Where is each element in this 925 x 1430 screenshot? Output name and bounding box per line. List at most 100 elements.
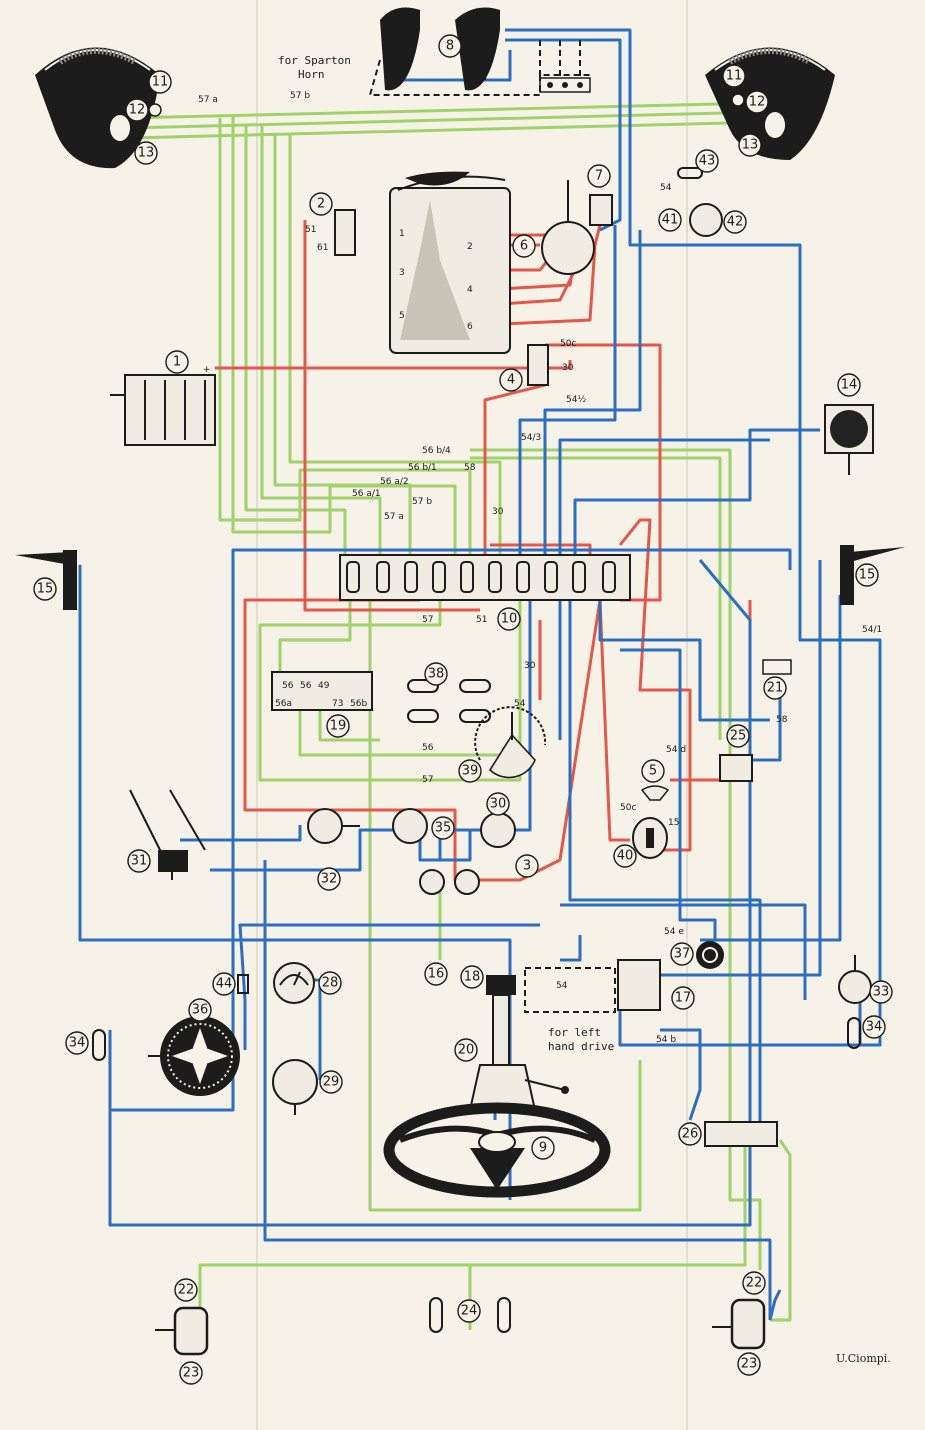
ignition-switch [632,817,668,859]
svg-text:24: 24 [461,1304,478,1319]
svg-text:40: 40 [617,849,634,864]
callout-32: 32 [317,867,341,891]
terminal-label: 3 [399,268,405,278]
svg-text:23: 23 [183,1366,200,1381]
wire-label: 57 a [198,95,218,105]
wire-labels: 57 a 57 b 51 61 50c 30 54½ 54/3 56 b/4 5… [198,91,882,1045]
callout-28: 28 [318,971,342,995]
wire-label: 54 e [664,927,684,937]
rear-light-bulbs [407,679,491,723]
steering-wheel [383,1102,611,1198]
svg-text:18: 18 [464,970,481,985]
callout-9: 9 [531,1136,555,1160]
callout-8: 8 [438,34,462,58]
switch19-terminals: 56 56 49 73 56b 56a [275,681,367,709]
horn-button [696,941,724,969]
svg-text:6: 6 [520,239,528,254]
callout-39: 39 [458,759,482,783]
svg-text:34: 34 [69,1036,86,1051]
callout-42: 42 [723,210,747,234]
callout-15-left: 15 [33,577,57,601]
callout-31: 31 [127,849,151,873]
svg-text:28: 28 [322,976,339,991]
callout-34-right: 34 [862,1015,886,1039]
wire-label: 54/3 [521,433,541,443]
svg-text:34: 34 [866,1020,883,1035]
callout-16: 16 [424,962,448,986]
terminal-label: 4 [467,285,473,295]
callout-21: 21 [763,676,787,700]
callout-3: 3 [515,854,539,878]
side-light-right [847,1017,861,1049]
terminal-label: 5 [399,311,405,321]
svg-text:29: 29 [323,1075,340,1090]
callout-38: 38 [424,662,448,686]
gauge-35 [392,808,428,844]
terminal-label: 1 [399,229,405,239]
callout-18: 18 [460,965,484,989]
svg-text:37: 37 [674,947,691,962]
wiper-motor [129,789,206,880]
callout-17: 17 [671,986,695,1010]
notes: for Sparton Horn for left hand drive U.C… [278,54,891,1365]
fuse-box [339,554,631,601]
callout-24: 24 [457,1299,481,1323]
terminal-label: 73 [332,699,343,709]
svg-text:25: 25 [730,729,747,744]
callout-10: 10 [497,607,521,631]
fuel-gauge [272,1059,318,1115]
horns [380,7,500,91]
wire-label: 54½ [566,395,586,405]
wire-label: 57 a [384,512,404,522]
callout-11-right: 11 [722,64,746,88]
svg-text:42: 42 [727,215,744,230]
lhd-note-line1: for left [548,1026,601,1039]
junction-25 [719,754,753,782]
warning-lamp-14 [824,404,874,475]
wire-label: 51 [305,225,316,235]
rheostat [474,706,547,779]
dimmer-switch [640,785,670,801]
callout-12-right: 12 [745,90,769,114]
callout-1: 1 [165,350,189,374]
wire-label: 61 [317,243,328,253]
callout-29: 29 [319,1070,343,1094]
steering-column [468,975,569,1111]
callout-7: 7 [587,164,611,188]
terminal-label: 49 [318,681,330,691]
wire-label: 30 [492,507,504,517]
svg-text:20: 20 [458,1043,475,1058]
callout-34-left: 34 [65,1031,89,1055]
svg-text:36: 36 [192,1003,209,1018]
svg-text:13: 13 [138,146,155,161]
svg-text:3: 3 [523,859,531,874]
svg-text:14: 14 [841,378,858,393]
wire-label: 56 [422,743,434,753]
svg-text:32: 32 [321,872,338,887]
turn-signal-left [15,550,77,610]
wire-label: 57 [422,615,433,625]
callout-40: 40 [613,844,637,868]
wire-label: 15 [668,818,679,828]
wire-label: 54 d [666,745,686,755]
callout-25: 25 [726,724,750,748]
callouts: 1 2 3 4 5 6 7 8 9 10 11 11 12 12 13 13 1… [33,34,893,1385]
wire-label: 54 [514,699,526,709]
svg-text:1: 1 [173,355,181,370]
wire-label: 50c [560,339,576,349]
distributor [541,180,613,275]
wire-label: 57 b [412,497,432,507]
svg-text:43: 43 [699,154,716,169]
callout-23-right: 23 [737,1352,761,1376]
stop-light-relay [677,167,723,237]
callout-2: 2 [309,192,333,216]
svg-text:11: 11 [152,75,169,90]
svg-text:17: 17 [675,991,692,1006]
svg-text:11: 11 [726,69,743,84]
callout-30: 30 [486,792,510,816]
terminal-label: 56 [300,681,312,691]
battery: + [110,365,216,446]
svg-text:19: 19 [330,719,347,734]
gauge-terminals: 1 2 3 4 5 6 [399,229,473,332]
